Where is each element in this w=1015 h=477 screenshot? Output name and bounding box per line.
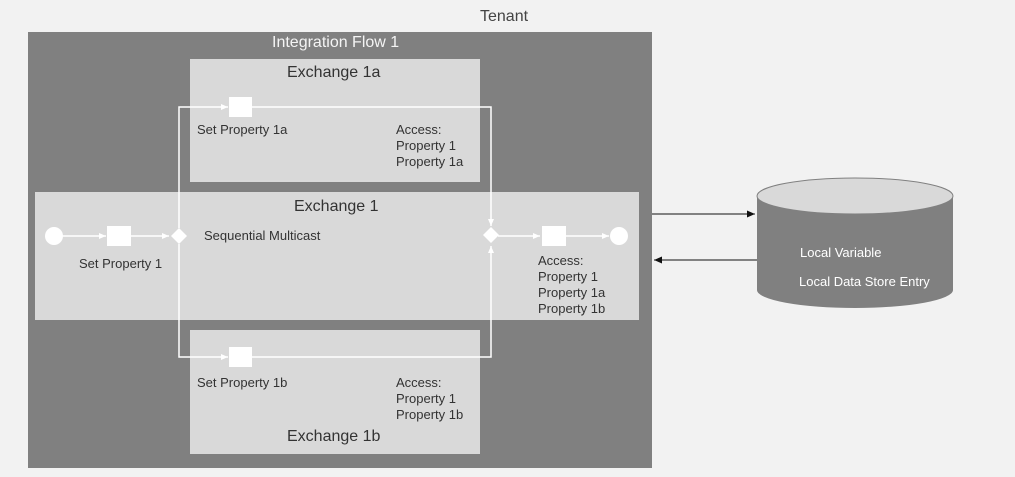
- integration-flow-title: Integration Flow 1: [272, 34, 400, 51]
- access-item: Property 1: [538, 269, 598, 284]
- branch-1a-connectors: [178, 104, 494, 228]
- set-property-1-label: Set Property 1: [79, 256, 163, 271]
- set-property-1-task: [107, 226, 131, 246]
- access-item: Property 1: [396, 391, 456, 406]
- exchange-1-access: Access: Property 1 Property 1a Property …: [538, 253, 605, 317]
- multicast-gateway-icon: [171, 228, 187, 244]
- sequential-multicast-label: Sequential Multicast: [204, 228, 321, 243]
- end-event-icon: [610, 227, 628, 245]
- access-item: Property 1a: [538, 285, 606, 300]
- exchange-1b-access: Access: Property 1 Property 1b: [396, 375, 463, 423]
- access-item: Property 1b: [396, 407, 464, 422]
- tenant-title: Tenant: [480, 8, 529, 25]
- exchange-1b-title: Exchange 1b: [287, 428, 381, 445]
- local-data-store-entry-label: Local Data Store Entry: [799, 274, 930, 289]
- local-variable-label: Local Variable: [800, 245, 882, 260]
- join-gateway-icon: [483, 227, 499, 243]
- exchange-1-title: Exchange 1: [294, 198, 379, 215]
- set-property-1a-label: Set Property 1a: [197, 122, 288, 137]
- exchange-1a-box: [190, 59, 480, 182]
- access-item: Property 1b: [538, 301, 606, 316]
- access-item: Property 1a: [396, 154, 464, 169]
- set-property-1a-task: [229, 97, 252, 117]
- access-item: Property 1: [396, 138, 456, 153]
- start-event-icon: [45, 227, 63, 245]
- final-task: [542, 226, 566, 246]
- exchange-1a-title: Exchange 1a: [287, 64, 381, 81]
- exchange-1-box: [35, 192, 639, 320]
- set-property-1b-label: Set Property 1b: [197, 375, 288, 390]
- set-property-1b-task: [229, 347, 252, 367]
- access-heading: Access:: [396, 375, 442, 390]
- access-heading: Access:: [396, 122, 442, 137]
- data-store-cylinder-icon: [756, 177, 954, 308]
- exchange-1a-access: Access: Property 1 Property 1a: [396, 122, 463, 170]
- access-heading: Access:: [538, 253, 584, 268]
- branch-1b-connectors: [178, 244, 494, 360]
